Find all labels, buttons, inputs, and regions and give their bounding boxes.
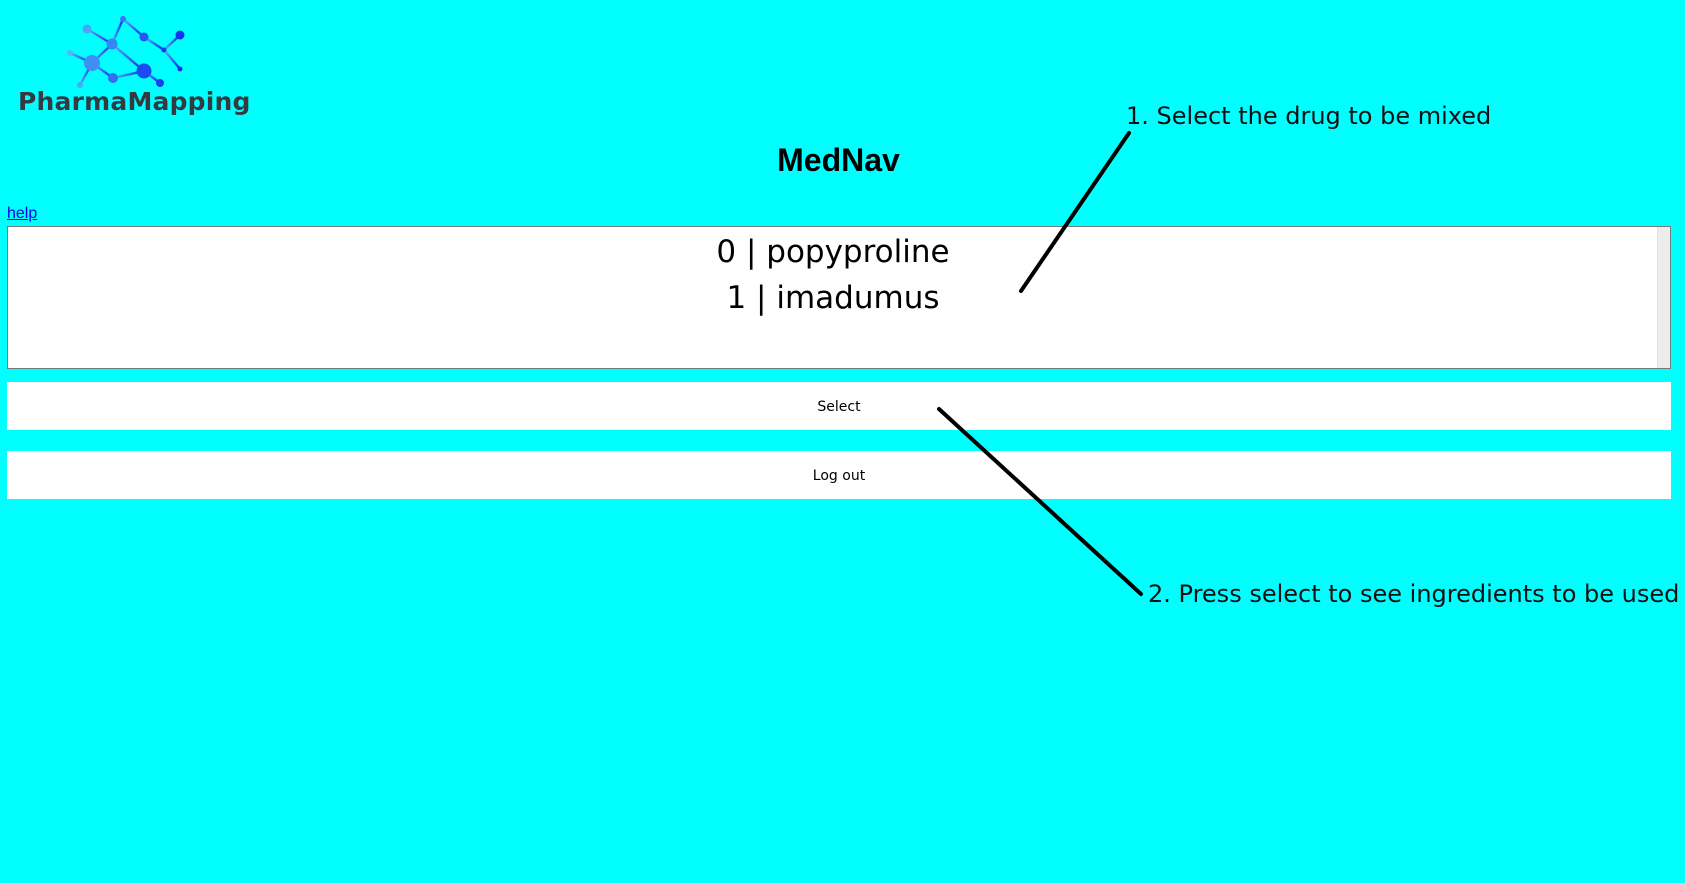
- callout-line-step1: [1019, 131, 1131, 293]
- callout-line-step2: [937, 407, 1143, 596]
- list-item[interactable]: 1 | imadumus: [726, 280, 940, 316]
- page-title: MedNav: [777, 142, 900, 178]
- annotation-step1: 1. Select the drug to be mixed: [1126, 102, 1492, 130]
- help-link[interactable]: help: [7, 205, 38, 222]
- brand-name: PharmaMapping: [18, 87, 251, 116]
- annotation-step2: 2. Press select to see ingredients to be…: [1148, 580, 1680, 608]
- brand-logo: PharmaMapping: [16, 6, 256, 122]
- select-button[interactable]: Select: [7, 382, 1671, 430]
- molecule-icon: [67, 16, 185, 88]
- list-scrollbar[interactable]: [1657, 227, 1670, 368]
- logout-button[interactable]: Log out: [7, 451, 1671, 499]
- drug-select-list[interactable]: 0 | popyproline 1 | imadumus: [7, 226, 1671, 369]
- list-item[interactable]: 0 | popyproline: [716, 234, 950, 270]
